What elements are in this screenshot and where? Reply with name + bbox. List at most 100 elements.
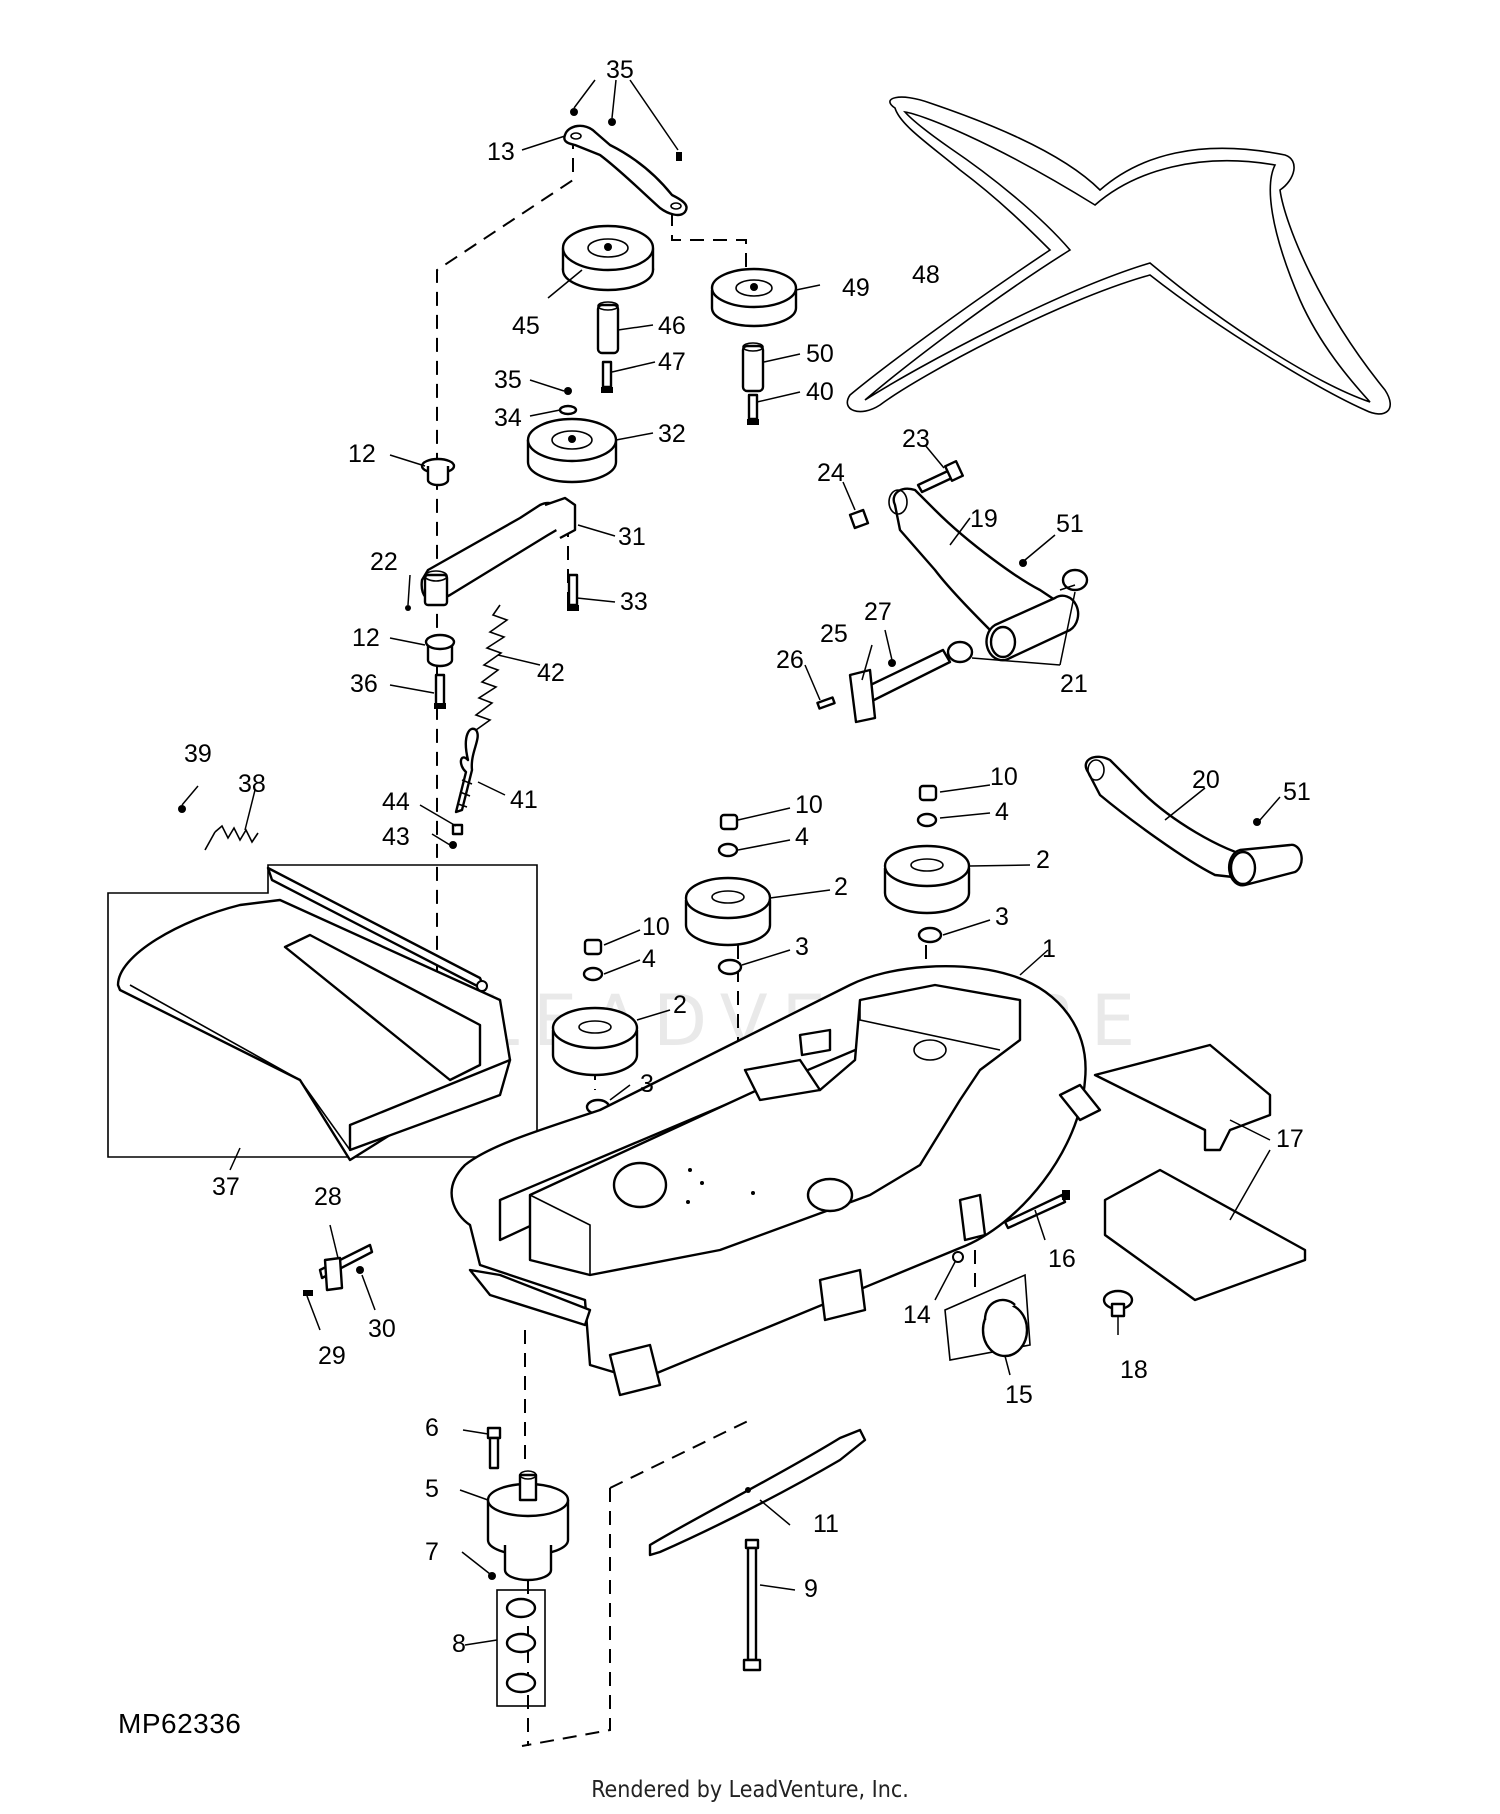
callout-12a: 12 [348,440,376,468]
idler-bracket-13 [563,124,688,217]
callout-27: 27 [864,598,892,626]
pin-25 [848,648,952,724]
callout-30: 30 [368,1315,396,1343]
callout-15: 15 [1005,1381,1033,1409]
callout-36: 36 [350,670,378,698]
idler-arm-19 [888,487,1080,662]
leader-lines [181,79,1281,1646]
nut-51-right [1253,818,1261,826]
callout-14: 14 [903,1301,931,1329]
callout-48: 48 [912,261,940,289]
callout-34: 34 [494,404,522,432]
bolt-40 [747,393,759,425]
callout-39: 39 [184,740,212,768]
callout-31: 31 [618,523,646,551]
spring-38 [204,824,259,851]
callout-44: 44 [382,788,410,816]
callout-2b: 2 [834,873,848,901]
idler-arm-20 [1084,755,1303,887]
bolt-36 [434,673,446,709]
nut-24 [848,508,870,530]
callout-16: 16 [1048,1245,1076,1273]
spring-42 [474,604,509,731]
belt-48 [846,96,1391,415]
callout-47: 47 [658,348,686,376]
rod-41 [454,727,479,814]
callout-49: 49 [842,274,870,302]
callout-42: 42 [537,659,565,687]
nut-39 [178,805,186,813]
spindle-5 [486,1470,570,1582]
callout-20: 20 [1192,766,1220,794]
callout-40: 40 [806,378,834,406]
callout-4b: 4 [795,823,809,851]
screw-22 [405,605,411,611]
drawing-id: MP62336 [118,1708,242,1739]
callout-51a: 51 [1056,510,1084,538]
bushings-21 [946,568,1089,664]
callout-23: 23 [902,425,930,453]
screw-29 [303,1290,313,1296]
bushing-12-lower [424,633,456,668]
callout-12b: 12 [352,624,380,652]
spacers-8 [496,1589,546,1707]
callout-41: 41 [510,786,538,814]
callout-19: 19 [970,505,998,533]
pulley-32 [526,417,618,484]
callout-46: 46 [658,312,686,340]
pulley-stack-left [551,938,639,1116]
nut-43 [449,841,457,849]
nut-27 [888,659,896,667]
pulley-stack-center [684,813,772,976]
callout-24: 24 [817,459,845,487]
callout-33: 33 [620,588,648,616]
callout-10c: 10 [990,763,1018,791]
callout-32: 32 [658,420,686,448]
bolt-6 [486,1426,502,1470]
callout-37: 37 [212,1173,240,1201]
callout-35a: 35 [606,56,634,84]
washer-34 [558,404,578,416]
callout-3c: 3 [995,903,1009,931]
pin-28 [318,1243,374,1292]
bolt-47 [601,360,613,393]
screw-26 [816,696,836,710]
callout-7: 7 [425,1538,439,1566]
render-credit: Rendered by LeadVenture, Inc. [591,1777,909,1803]
callout-2a: 2 [673,991,687,1019]
callout-11: 11 [813,1510,839,1538]
callout-45: 45 [512,312,540,340]
spacer-50 [741,342,765,393]
nut-51-top [1019,559,1027,567]
mulch-cover-box-37 [107,864,538,1162]
callout-13: 13 [487,138,515,166]
nut-14 [952,1251,964,1263]
callout-17: 17 [1276,1125,1304,1153]
callout-4c: 4 [995,798,1009,826]
pulley-49 [710,267,798,328]
bolt-33 [567,573,579,611]
callout-43: 43 [382,823,410,851]
clip-30 [356,1266,364,1274]
callout-29: 29 [318,1342,346,1370]
bushing-12-upper [420,457,456,487]
callout-51b: 51 [1283,778,1311,806]
callout-35b: 35 [494,366,522,394]
callout-28: 28 [314,1183,342,1211]
spacer-46 [596,301,620,355]
callout-1: 1 [1042,935,1056,963]
callout-3a: 3 [640,1070,654,1098]
nut-44 [451,823,464,836]
callout-38: 38 [238,770,266,798]
bolt-9 [742,1538,762,1672]
discharge-chute-17 [1093,1043,1307,1302]
callout-4a: 4 [642,945,656,973]
callout-26: 26 [776,646,804,674]
callouts: 35 13 48 49 45 46 47 50 40 35 34 32 12 2… [184,56,1311,1658]
gauge-wheel-15 [944,1273,1031,1361]
callout-5: 5 [425,1475,439,1503]
callout-22: 22 [370,548,398,576]
knob-18 [1102,1289,1134,1318]
pulley-stack-right [883,784,971,944]
